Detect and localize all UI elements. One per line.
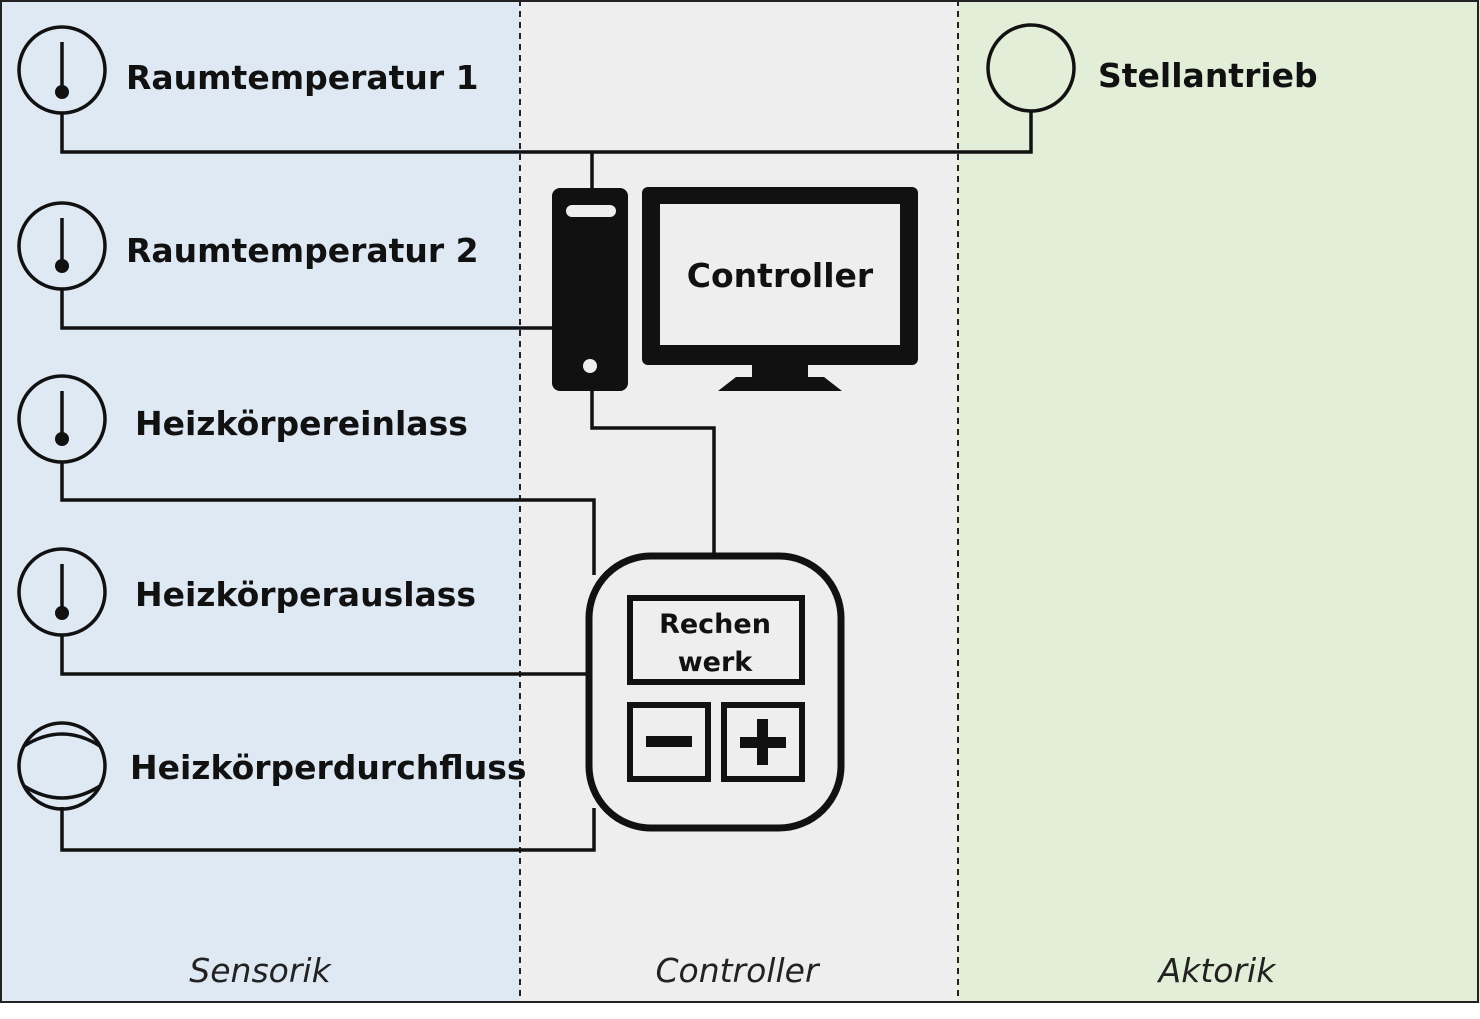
thermometer-icon [17,25,107,115]
rechenwerk-label-line1: Rechen [659,609,771,640]
line-auslass [60,635,590,676]
tower-power-button [583,359,597,373]
sensor-label-heizkoerperdurchfluss: Heizkörperdurchfluss [130,748,526,787]
actuator-label: Stellantrieb [1098,56,1318,95]
tower-drive-slot [566,205,616,217]
sensor-label-heizkoerperauslass: Heizkörperauslass [135,575,476,614]
flow-meter-icon [17,721,107,811]
line-durchfluss [60,807,596,852]
sensor-label-raumtemperatur-2: Raumtemperatur 2 [126,231,479,270]
line-rt2-computer [60,289,553,330]
monitor-stand [718,377,842,391]
thermometer-icon [17,201,107,291]
thermometer-icon [17,374,107,464]
line-einlass [60,462,596,575]
connection-lines [60,110,1033,852]
actuator-icon [986,23,1076,113]
computer-icon [552,187,918,391]
computer-screen-label: Controller [687,256,874,295]
bus-line-rt1-actuator [60,110,1033,154]
sensor-label-heizkoerpereinlass: Heizkörpereinlass [135,404,468,443]
minus-sign [646,736,692,747]
line-computer-rechenwerk [590,388,716,556]
monitor-neck [752,365,808,377]
rechenwerk-label-line2: werk [678,647,754,678]
thermometer-icon [17,547,107,637]
zone-label-aktorik: Aktorik [1157,951,1278,990]
computer-tower [552,188,628,391]
zone-label-sensorik: Sensorik [189,951,332,990]
plus-sign-v [757,719,768,765]
zone-label-controller: Controller [655,951,820,990]
calculator-icon [585,552,845,832]
zone-aktorik-bg [958,0,1480,1003]
sensor-label-raumtemperatur-1: Raumtemperatur 1 [126,58,479,97]
calculator-display [627,595,805,685]
monitor-screen [660,204,900,345]
